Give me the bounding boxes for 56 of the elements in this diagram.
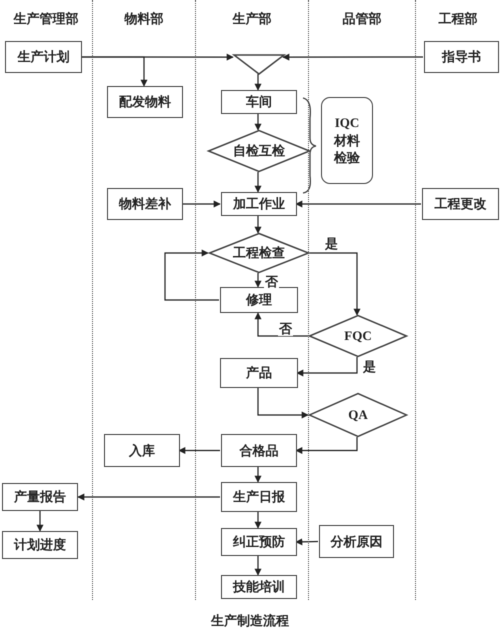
decision-diamond: 自检互检 <box>208 130 310 172</box>
arrow <box>254 556 262 576</box>
arrow <box>254 216 262 234</box>
process-box: 技能培训 <box>221 575 297 599</box>
arrow <box>82 56 148 87</box>
edge-label: 否 <box>278 321 293 336</box>
lane-header: 工程部 <box>438 10 478 28</box>
decision-diamond: QA <box>309 393 407 437</box>
arrow <box>296 357 358 376</box>
edge-label: 是 <box>324 236 339 251</box>
process-box: 指导书 <box>424 41 499 73</box>
arrow <box>282 54 423 61</box>
process-box: 生产计划 <box>5 41 82 73</box>
process-box: 产品 <box>220 358 298 388</box>
arrow <box>164 250 219 301</box>
process-box: 合格品 <box>221 434 297 467</box>
merge-triangle <box>234 52 284 74</box>
process-box: 纠正预防 <box>221 528 297 556</box>
process-box: 入库 <box>104 434 180 467</box>
process-box: 工程更改 <box>422 188 499 220</box>
inspection-box: IQC材料检验 <box>321 97 373 184</box>
arrow <box>254 467 262 483</box>
decision-diamond: FQC <box>309 315 407 357</box>
swimlane <box>415 0 500 600</box>
arrow <box>254 172 262 193</box>
decision-diamond: 工程检查 <box>209 233 309 273</box>
lane-header: 物料部 <box>124 10 164 28</box>
arrow <box>178 447 220 454</box>
arrow <box>295 200 421 208</box>
arrow <box>254 273 262 288</box>
arrow <box>77 494 220 500</box>
process-box: 生产日报 <box>221 482 297 512</box>
edge-label: 否 <box>264 274 279 289</box>
arrow <box>182 200 221 208</box>
edge-label: 是 <box>362 359 377 374</box>
process-box: 配发物料 <box>107 86 183 118</box>
arrow <box>254 114 262 131</box>
process-box: 物料差补 <box>107 188 183 220</box>
caption: 生产制造流程 <box>211 612 289 630</box>
process-box: 加工作业 <box>221 192 297 216</box>
arrow <box>254 512 262 529</box>
arrow <box>257 388 309 418</box>
arrow <box>308 252 360 316</box>
arrow <box>295 437 358 454</box>
arrow <box>295 538 318 546</box>
process-box: 车间 <box>221 90 297 114</box>
lane-header: 品管部 <box>342 10 382 28</box>
arrow <box>36 511 44 532</box>
process-box: 产量报告 <box>2 483 78 511</box>
process-box: 计划进度 <box>2 531 78 559</box>
arrow <box>254 312 308 337</box>
lane-header: 生产管理部 <box>14 10 78 28</box>
lane-header: 生产部 <box>232 10 272 28</box>
process-box: 修理 <box>220 287 298 313</box>
arrow <box>254 74 262 91</box>
process-box: 分析原因 <box>319 525 394 558</box>
